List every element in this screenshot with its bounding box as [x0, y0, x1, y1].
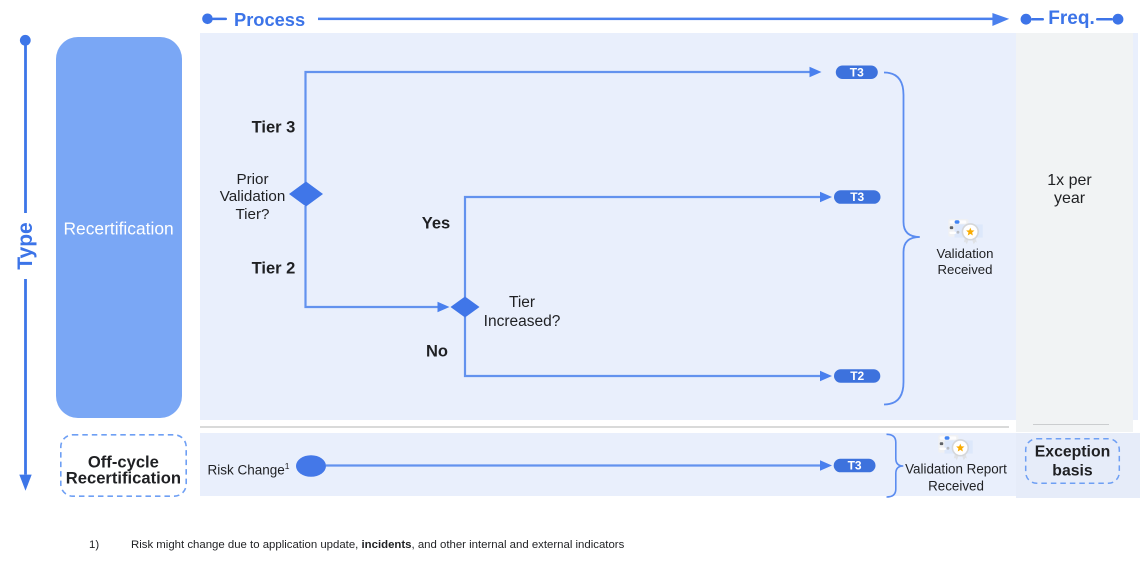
svg-text:T2: T2 [850, 369, 864, 383]
svg-text:T3: T3 [850, 190, 864, 204]
svg-text:T3: T3 [850, 65, 864, 79]
svg-text:T3: T3 [848, 459, 862, 473]
